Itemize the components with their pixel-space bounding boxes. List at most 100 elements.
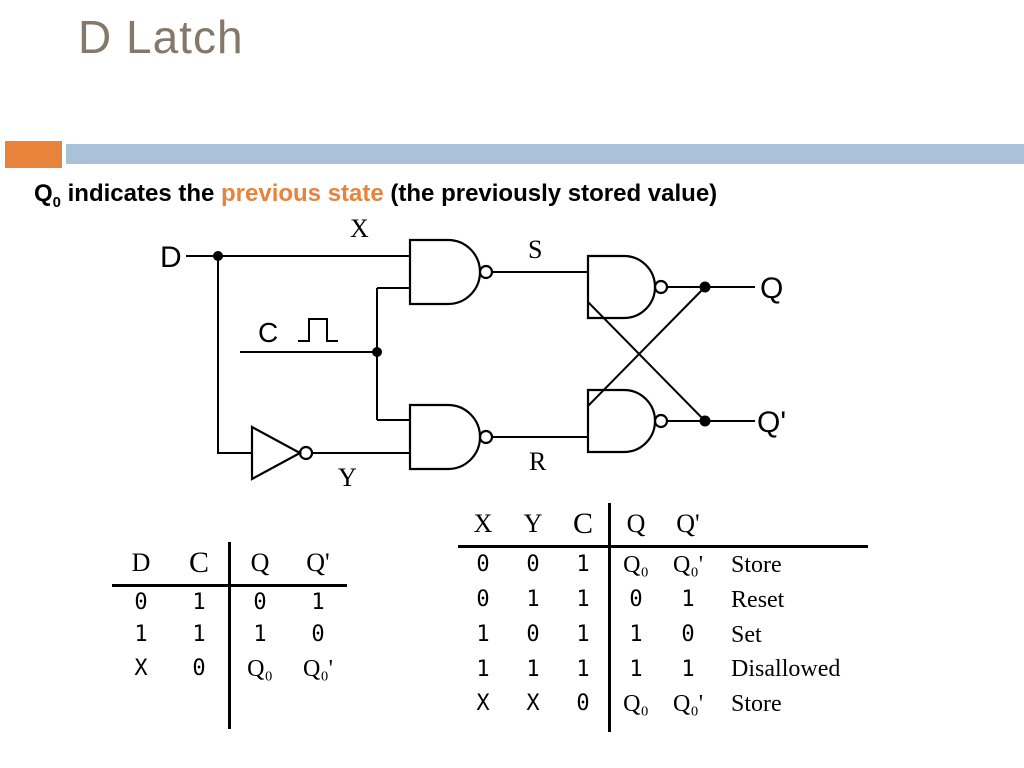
header-cell: Q'	[661, 503, 716, 548]
cell: Q₀'	[673, 691, 704, 718]
nand-bubble-top-right	[653, 279, 669, 295]
inverter-bubble	[298, 445, 314, 461]
circuit-labels-group: D C X Y S R Q Q'	[160, 214, 786, 492]
nand-bubble-top-left	[478, 264, 494, 280]
cell: 1	[558, 652, 611, 688]
cell: 1	[253, 622, 267, 648]
label-r: R	[529, 447, 547, 476]
cell: 1	[526, 587, 540, 612]
subtitle-q-subscript: 0	[52, 194, 61, 211]
inverter-gate	[250, 425, 303, 481]
header-cell: C	[170, 542, 231, 587]
table-row: 0 1 0 1	[112, 585, 347, 620]
nand-bubble-bottom-left	[478, 429, 494, 445]
junction-dot-qnot	[699, 415, 711, 427]
cell: Store	[731, 552, 782, 578]
cell	[661, 722, 715, 732]
nand-gate-bottom-right	[586, 388, 657, 454]
cell: 1	[681, 656, 695, 682]
cell: 1	[629, 621, 643, 647]
wire-feedback-qnot	[587, 301, 706, 422]
nand-bubble-bottom-right	[653, 413, 669, 429]
label-x: X	[350, 214, 369, 243]
nand-gate-top-left	[408, 238, 482, 306]
cell: X	[134, 655, 148, 681]
cell	[170, 686, 231, 729]
cell: 1	[170, 619, 231, 652]
wire-d-branch	[217, 256, 252, 454]
label-d: D	[160, 241, 182, 274]
subtitle-highlight: previous state	[221, 180, 384, 207]
junction-dot-d	[213, 251, 223, 261]
cell: Q₀	[623, 691, 649, 718]
cell: 1	[476, 656, 490, 682]
cell: 0	[311, 622, 325, 648]
table-row: 0 1 1 0 1 Reset	[458, 582, 868, 618]
cell: 1	[558, 582, 611, 618]
label-qnot: Q'	[757, 406, 786, 439]
header-cell: Q'	[289, 542, 347, 587]
dc-truth-table-header: D C Q Q'	[112, 542, 347, 587]
table-row: X X 0 Q₀ Q₀' Store	[458, 687, 868, 722]
label-c: C	[258, 317, 278, 348]
cell: 1	[311, 590, 325, 615]
cell: 0	[476, 552, 490, 578]
accent-bar-orange	[5, 141, 62, 168]
table-row: X 0 Q₀ Q₀'	[112, 651, 347, 687]
junction-dots-group	[213, 251, 711, 427]
nand-gate-bottom-left	[408, 403, 482, 471]
cell	[610, 722, 662, 732]
cell: 1	[558, 617, 611, 653]
table-tail-row	[458, 721, 868, 732]
slide-title: D Latch	[78, 11, 244, 63]
junction-dot-c	[372, 347, 382, 357]
clock-pulse-icon	[298, 318, 338, 342]
cell: 0	[629, 587, 643, 612]
cell	[458, 722, 508, 732]
cell: 1	[526, 656, 540, 682]
cell: Reset	[731, 586, 785, 613]
table-row: 1 1 1 0	[112, 619, 347, 652]
table-row: 0 0 1 Q₀ Q₀' Store	[458, 546, 868, 583]
label-y: Y	[338, 463, 357, 492]
header-cell: C	[558, 503, 611, 548]
subtitle-rest: (the previously stored value)	[383, 180, 718, 207]
subtitle-text: Q0 indicates the previous state (the pre…	[34, 180, 717, 211]
header-cell: Q	[229, 542, 289, 587]
cell	[289, 687, 347, 729]
nand-gate-top-right	[586, 254, 657, 320]
cell: 0	[558, 687, 611, 722]
junction-dot-q	[699, 281, 711, 293]
label-s: S	[528, 235, 542, 264]
table-tail-row	[112, 686, 347, 729]
circuit-diagram: D C X Y S R Q Q'	[160, 214, 786, 492]
subtitle-q: Q	[34, 180, 53, 207]
cell: Q₀'	[673, 552, 704, 578]
cell	[112, 687, 170, 729]
cell: X	[526, 691, 540, 717]
cell: 0	[681, 621, 695, 647]
cell: 1	[476, 621, 490, 647]
cell: Q₀	[623, 552, 649, 578]
xyc-truth-table-header: X Y C Q Q'	[458, 503, 869, 548]
header-cell: Q	[609, 503, 661, 548]
subtitle-mid: indicates the	[60, 180, 221, 207]
cell: Set	[731, 621, 762, 648]
table-row: 1 1 1 1 1 Disallowed	[458, 652, 868, 688]
cell: 1	[170, 585, 231, 620]
cell: 1	[558, 546, 611, 583]
xyc-truth-table: X Y C Q Q' 0 0 1 Q₀ Q₀' Store 0 1 1 0 1 …	[458, 503, 869, 732]
table-row: 1 0 1 1 0 Set	[458, 617, 868, 653]
cell	[230, 687, 290, 729]
cell: Q₀'	[302, 655, 334, 682]
cell: Store	[731, 691, 782, 718]
cell	[715, 722, 868, 732]
cell: 0	[134, 590, 148, 615]
cell: 0	[170, 651, 231, 687]
cell: 1	[681, 587, 695, 612]
accent-bar-blue	[66, 144, 1024, 164]
cell: 0	[476, 587, 490, 612]
wires-group	[186, 255, 755, 454]
cell: X	[476, 691, 490, 717]
cell: 1	[629, 656, 643, 682]
